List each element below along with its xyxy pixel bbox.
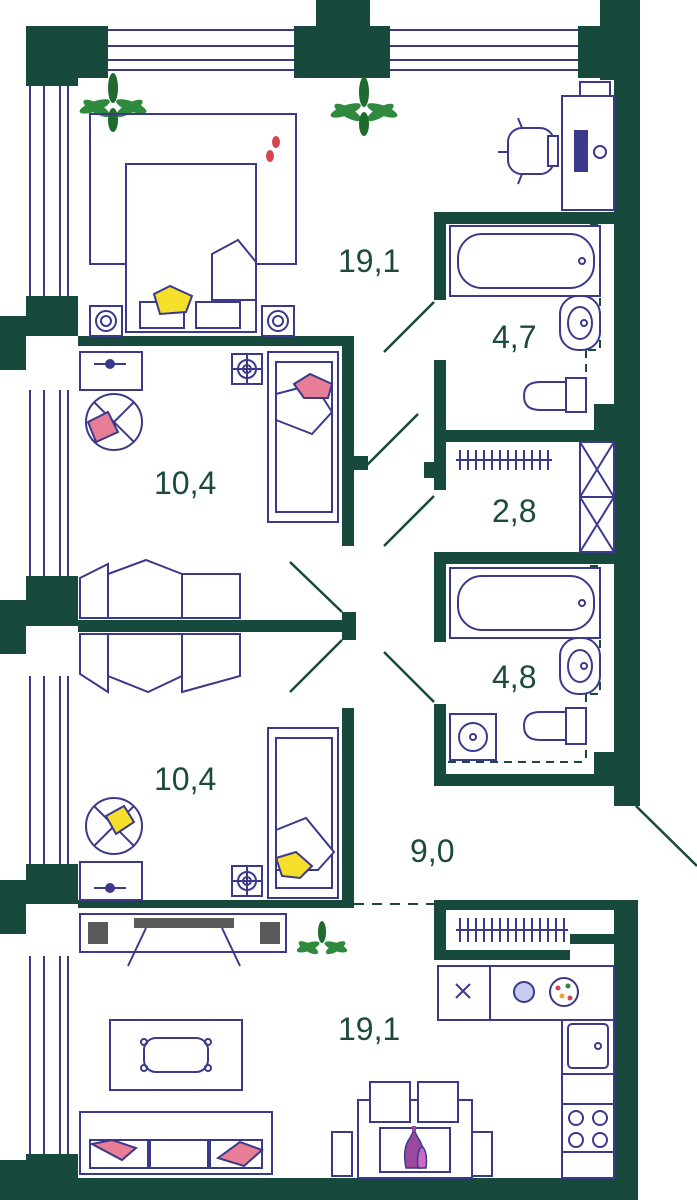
- room-area-hall: 9,0: [410, 833, 454, 869]
- hall: 9,0: [410, 833, 568, 942]
- room-area-wardrobe: 2,8: [492, 493, 536, 529]
- room-area-bedroom-2: 10,4: [154, 465, 216, 501]
- table-icon: [109, 1019, 243, 1091]
- sink-icon: [559, 637, 601, 695]
- plant-icon: [79, 73, 147, 132]
- room-area-master-bedroom: 19,1: [338, 243, 400, 279]
- wardrobe-icon: [456, 918, 568, 942]
- stove-icon: [561, 1103, 615, 1153]
- toilet-icon: [522, 707, 587, 745]
- chair-icon: [498, 117, 559, 185]
- bed-icon: [125, 163, 257, 333]
- bed-icon: [267, 727, 339, 899]
- bathtub-icon: [449, 567, 601, 639]
- desk-icon: [561, 81, 615, 211]
- washing-machine-icon: [449, 713, 497, 761]
- vase-icon: [403, 1126, 428, 1169]
- room-area-bedroom-3: 10,4: [154, 761, 216, 797]
- slippers-icon: [266, 136, 280, 162]
- bathtub-icon: [449, 225, 601, 297]
- sink-icon: [559, 295, 601, 351]
- sink-icon: [567, 1023, 609, 1069]
- bedroom-3: 10,4: [79, 727, 339, 901]
- room-area-bathroom-1: 4,7: [492, 319, 536, 355]
- chair-icon: [85, 393, 143, 451]
- bedroom-2: 10,4: [79, 351, 339, 694]
- toilet-icon: [522, 377, 587, 413]
- bed-icon: [267, 351, 339, 523]
- sofa-icon: [79, 1111, 273, 1175]
- room-area-living-kitchen: 19,1: [338, 1011, 400, 1047]
- living-kitchen: 19,1: [79, 913, 615, 1179]
- bathroom-2: 4,8: [449, 567, 601, 761]
- master-bedroom: 19,1: [79, 73, 615, 337]
- chair-icon: [85, 797, 143, 855]
- bathroom-1: 4,7: [449, 225, 601, 413]
- room-area-bathroom-2: 4,8: [492, 659, 536, 695]
- plant-icon: [296, 921, 348, 955]
- wardrobe-room: 2,8: [456, 441, 615, 553]
- wardrobe-icon: [79, 558, 241, 694]
- plant-icon: [330, 77, 398, 136]
